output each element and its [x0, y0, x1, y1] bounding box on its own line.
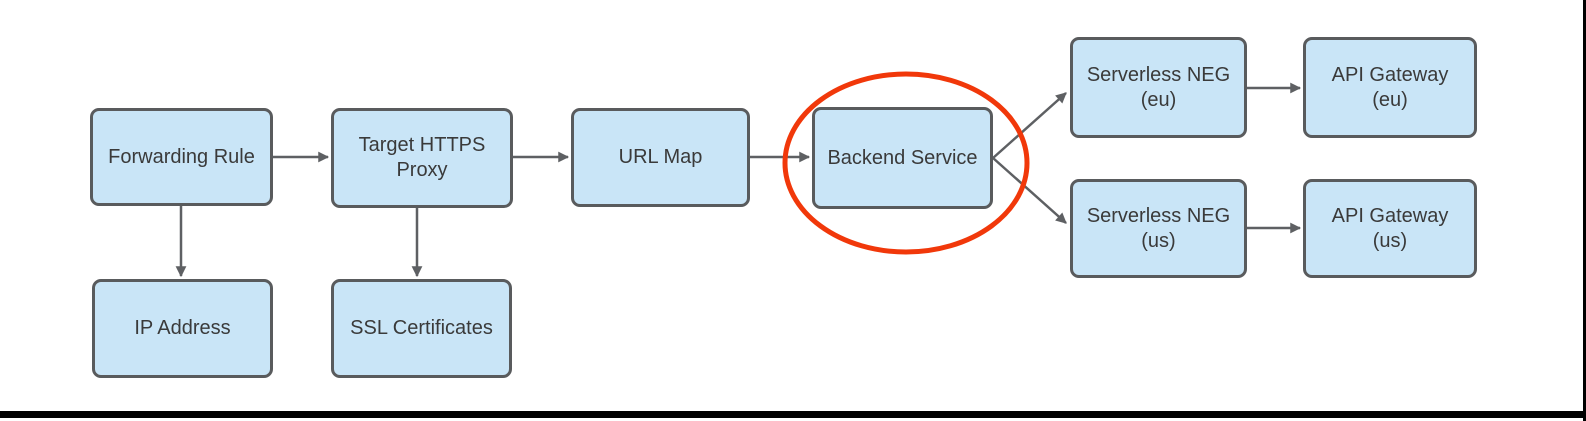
node-label: Serverless NEG (us) — [1086, 204, 1231, 252]
node-url-map: URL Map — [571, 108, 750, 207]
node-ssl-certificates: SSL Certificates — [331, 279, 512, 378]
edge-backend-service-to-serverless-neg-us — [992, 157, 1067, 224]
node-label: API Gateway (eu) — [1331, 63, 1449, 111]
node-forwarding-rule: Forwarding Rule — [90, 108, 273, 206]
node-api-gateway-us: API Gateway (us) — [1303, 179, 1477, 278]
node-label: URL Map — [618, 146, 703, 168]
node-serverless-neg-eu: Serverless NEG (eu) — [1070, 37, 1247, 138]
node-serverless-neg-us: Serverless NEG (us) — [1070, 179, 1247, 278]
node-api-gateway-eu: API Gateway (eu) — [1303, 37, 1477, 138]
node-label: Target HTTPS Proxy — [358, 134, 486, 181]
right-frame-line — [1583, 0, 1586, 421]
node-backend-service: Backend Service — [812, 107, 993, 209]
node-target-https-proxy: Target HTTPS Proxy — [331, 108, 513, 208]
edge-backend-service-to-serverless-neg-eu — [992, 92, 1067, 159]
node-ip-address: IP Address — [92, 279, 273, 378]
bottom-frame-line — [0, 411, 1586, 418]
node-label: IP Address — [134, 317, 231, 339]
node-label: API Gateway (us) — [1331, 204, 1449, 252]
node-label: Forwarding Rule — [108, 145, 255, 168]
node-label: SSL Certificates — [350, 317, 493, 339]
node-label: Serverless NEG (eu) — [1086, 63, 1231, 111]
node-label: Backend Service — [827, 146, 978, 169]
